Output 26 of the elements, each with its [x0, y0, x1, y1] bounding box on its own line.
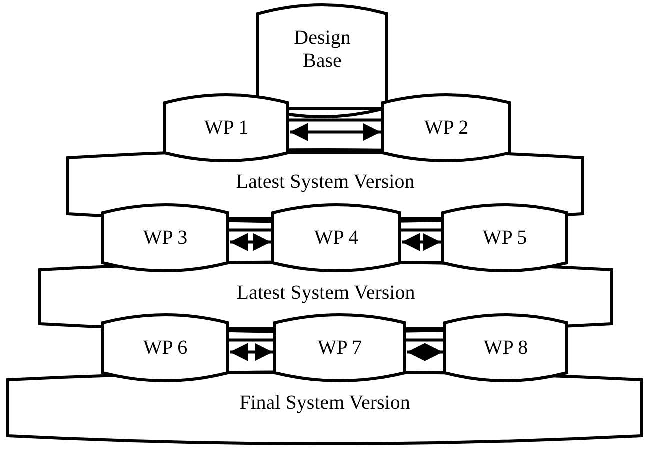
node-label: WP 7: [316, 337, 364, 360]
node-label: WP 1: [203, 117, 250, 140]
double-arrow: [230, 343, 273, 362]
double-arrow: [402, 233, 441, 252]
cylinder-node: [443, 205, 567, 271]
cylinder-node: [383, 95, 510, 161]
node-label: WP 2: [423, 117, 470, 140]
cylinder-node: [165, 95, 288, 161]
node-label: Latest System Version: [235, 171, 416, 194]
cylinder-node: [445, 315, 567, 381]
double-arrow: [290, 123, 381, 142]
node-label: WP 8: [482, 337, 530, 360]
node-label: WP 5: [482, 227, 528, 250]
node-label: Final System Version: [238, 392, 412, 415]
cylinder-node: [103, 205, 228, 271]
double-arrow: [230, 233, 271, 252]
node-label: Design Base: [293, 27, 352, 73]
node-label: WP 3: [142, 227, 189, 250]
cylinder-node: [258, 5, 387, 117]
node-label: WP 6: [142, 337, 189, 360]
cylinder-node: [103, 315, 228, 381]
node-label: WP 4: [313, 227, 360, 250]
double-arrow: [407, 343, 443, 362]
node-label: Latest System Version: [236, 282, 416, 305]
cylinder-node: [275, 315, 405, 381]
cylinder-node: [273, 205, 400, 271]
